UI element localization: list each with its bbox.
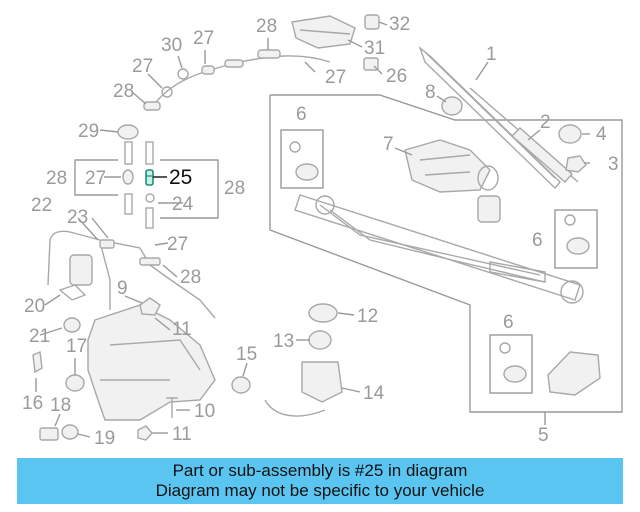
assembly-frame-5 — [269, 94, 623, 413]
callout-5: 5 — [538, 425, 549, 446]
cap-4 — [558, 124, 582, 144]
cover-8 — [441, 96, 463, 116]
callout-8: 8 — [425, 82, 436, 103]
callout-6-c: 6 — [503, 312, 514, 333]
washer-reservoir — [87, 304, 216, 421]
callout-23: 23 — [67, 207, 88, 228]
bolt-10 — [166, 397, 178, 418]
callout-labels: 1 2 3 4 5 6 6 6 6 7 8 9 10 11 11 11 12 1… — [22, 14, 619, 449]
wiper-linkage — [294, 194, 584, 304]
seal-15 — [231, 376, 251, 394]
callout-24: 24 — [172, 194, 194, 215]
grommet-17 — [65, 374, 85, 392]
grommet-21 — [63, 317, 81, 333]
detail-box-6-a — [280, 129, 324, 189]
banner-line-part: Part or sub-assembly is #25 in diagram — [172, 461, 468, 480]
callout-28-e: 28 — [180, 267, 201, 288]
callout-32: 32 — [389, 14, 410, 35]
cap-19 — [61, 424, 79, 440]
detail-box-6-c — [489, 334, 533, 394]
washer-nozzle-14 — [301, 361, 343, 403]
callout-27-c: 27 — [85, 168, 106, 189]
callout-27-e: 27 — [325, 67, 346, 88]
callout-29: 29 — [78, 121, 99, 142]
hose-lower — [47, 230, 216, 319]
reservoir-neck-9 — [139, 297, 161, 316]
washer-pump-top — [291, 15, 356, 49]
callout-6-b: 6 — [532, 230, 543, 251]
callout-19: 19 — [94, 428, 115, 449]
banner-line-disclaimer: Diagram may not be specific to your vehi… — [155, 481, 485, 500]
callout-11-b: 11 — [172, 424, 192, 445]
clip-32 — [364, 14, 380, 30]
callout-18: 18 — [50, 395, 71, 416]
connector-18 — [39, 427, 59, 441]
cap-13 — [308, 330, 332, 350]
callout-28-c: 28 — [46, 168, 67, 189]
callout-28-a: 28 — [256, 16, 277, 37]
nozzle-column — [122, 141, 155, 229]
callout-25: 25 — [169, 166, 192, 189]
callout-28-d: 28 — [224, 178, 245, 199]
callout-14: 14 — [363, 383, 385, 404]
nut-11-lower — [137, 425, 153, 441]
callout-2: 2 — [540, 112, 551, 133]
callout-17: 17 — [66, 336, 87, 357]
callout-31: 31 — [364, 38, 385, 59]
callout-3: 3 — [608, 154, 619, 175]
callout-27-a: 27 — [193, 28, 214, 49]
callout-13: 13 — [273, 331, 294, 352]
callout-16: 16 — [22, 393, 43, 414]
grommet-29 — [117, 124, 139, 140]
callout-7: 7 — [383, 134, 394, 155]
cap-12 — [308, 303, 338, 323]
washer-pump-20 — [58, 254, 93, 301]
callout-20: 20 — [24, 296, 45, 317]
callout-4: 4 — [596, 124, 607, 145]
bracket — [547, 351, 601, 396]
callout-21: 21 — [29, 326, 50, 347]
callout-6-a: 6 — [296, 104, 307, 125]
callout-27-d: 27 — [167, 234, 188, 255]
callout-30: 30 — [161, 35, 182, 56]
callout-27-b: 27 — [132, 56, 153, 77]
callout-26: 26 — [386, 66, 407, 87]
parts-diagram: 1 2 3 4 5 6 6 6 6 7 8 9 10 11 11 11 12 1… — [22, 14, 623, 449]
grommet-set-6-a — [289, 141, 319, 181]
nut-3 — [565, 155, 587, 173]
grommet-set-6-b — [564, 214, 590, 255]
callout-12: 12 — [357, 306, 378, 327]
grommet-set-6-c — [499, 342, 527, 383]
wiper-motor — [404, 139, 499, 193]
part-25-highlight — [145, 169, 154, 186]
callout-15: 15 — [236, 344, 257, 365]
callout-28-b: 28 — [113, 81, 134, 102]
callout-22: 22 — [31, 195, 52, 216]
info-banner: Part or sub-assembly is #25 in diagram D… — [17, 458, 623, 504]
callout-9: 9 — [117, 278, 128, 299]
sensor-16 — [32, 350, 43, 374]
callout-10: 10 — [194, 401, 215, 422]
callout-11-a: 11 — [172, 319, 192, 340]
callout-1: 1 — [486, 44, 497, 65]
detail-box-6-b — [554, 209, 598, 269]
wiper-blade — [418, 45, 579, 190]
